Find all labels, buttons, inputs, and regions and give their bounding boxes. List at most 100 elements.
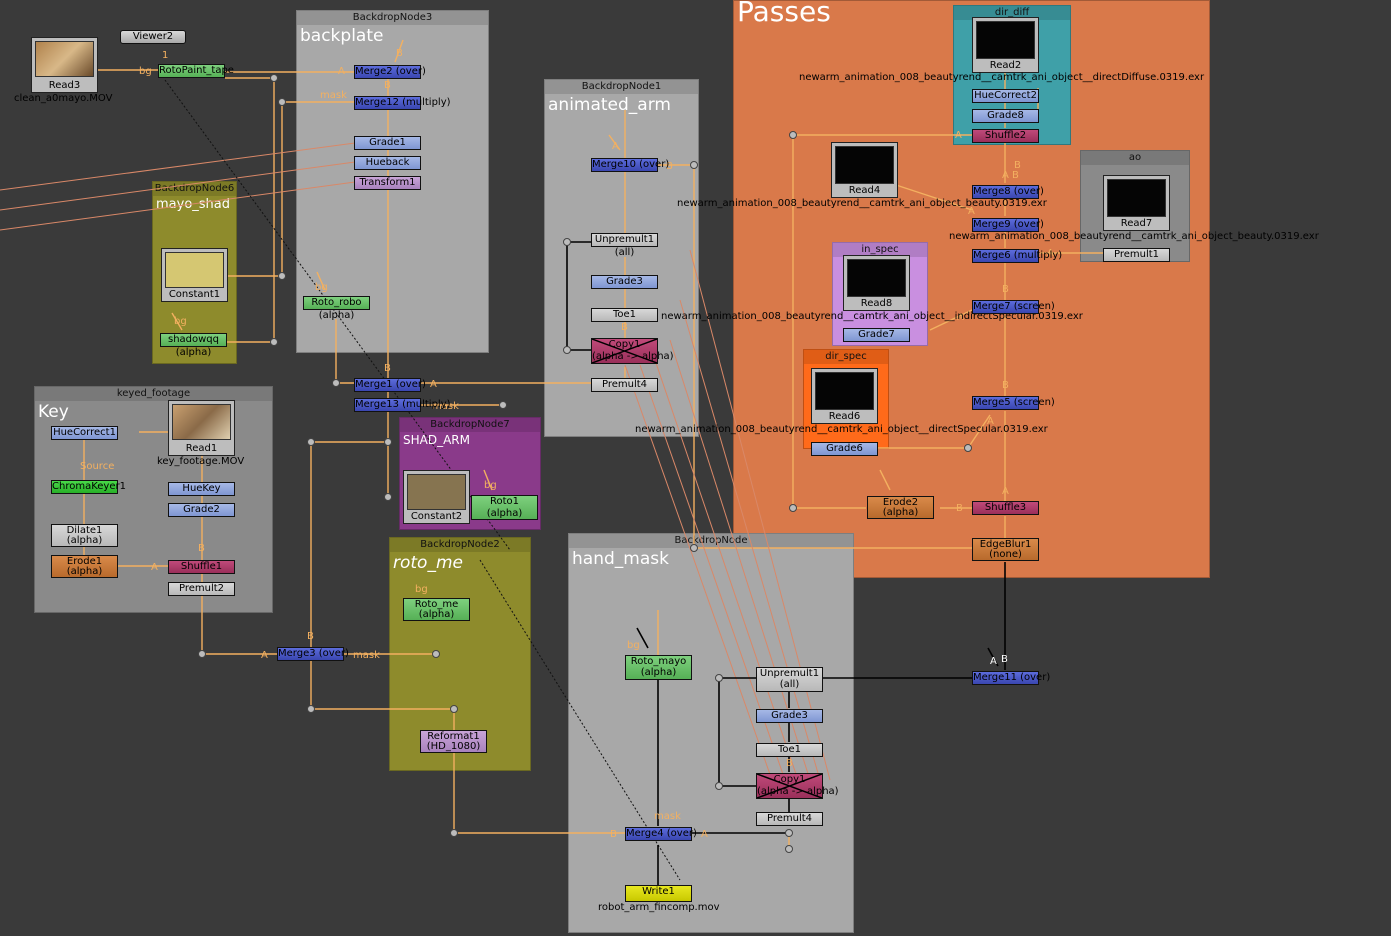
grade1-node[interactable]: Grade1 xyxy=(354,136,421,150)
chromakeyer1-node[interactable]: ChromaKeyer1 xyxy=(51,480,126,494)
erode2-sub: (alpha) xyxy=(882,507,919,518)
merge13-node[interactable]: Merge13 (multiply) xyxy=(354,398,451,412)
roto-me-node[interactable]: Roto_me (alpha) xyxy=(403,598,470,621)
write1-node[interactable]: Write1 xyxy=(625,885,692,902)
dot[interactable] xyxy=(690,544,698,552)
transform1-node[interactable]: Transform1 xyxy=(354,176,421,190)
dot[interactable] xyxy=(432,650,440,658)
read4-node[interactable]: Read4 xyxy=(831,142,898,198)
dot[interactable] xyxy=(270,338,278,346)
huecorrect1-node[interactable]: HueCorrect1 xyxy=(51,426,118,440)
wire-label-a: A xyxy=(955,130,962,141)
dot[interactable] xyxy=(789,131,797,139)
shuffle2-node[interactable]: Shuffle2 xyxy=(972,129,1039,143)
roto-robo-node[interactable]: Roto_robo (alpha) xyxy=(303,296,370,321)
toe1-node[interactable]: Toe1 xyxy=(591,308,658,322)
grade7-node[interactable]: Grade7 xyxy=(843,328,910,342)
unpremult1-sub: (all) xyxy=(614,247,635,258)
dot[interactable] xyxy=(278,98,286,106)
grade6-node[interactable]: Grade6 xyxy=(811,442,878,456)
dot[interactable] xyxy=(384,493,392,501)
merge12-node[interactable]: Merge12 (multiply) xyxy=(354,96,451,110)
merge10-node[interactable]: Merge10 (over) xyxy=(591,158,670,172)
dot[interactable] xyxy=(278,272,286,280)
premult4-node[interactable]: Premult4 xyxy=(591,378,658,392)
roto1-node[interactable]: Roto1 (alpha) xyxy=(471,495,538,520)
premult4b-node[interactable]: Premult4 xyxy=(756,812,823,826)
premult2-node[interactable]: Premult2 xyxy=(168,582,235,596)
unpremult1b-node[interactable]: Unpremult1 (all) xyxy=(756,667,823,692)
constant1-node[interactable]: Constant1 xyxy=(161,248,228,302)
wire-label-b: B xyxy=(1001,654,1008,665)
grade3-node[interactable]: Grade3 xyxy=(591,275,658,289)
grade8-node[interactable]: Grade8 xyxy=(972,109,1039,123)
rotopaint-tape-node[interactable]: RotoPaint_tape xyxy=(158,64,234,78)
dot[interactable] xyxy=(307,438,315,446)
read8-node[interactable]: Read8 xyxy=(843,255,910,311)
dot[interactable] xyxy=(789,504,797,512)
reformat1-node[interactable]: Reformat1 (HD_1080) xyxy=(420,730,487,753)
erode1-node[interactable]: Erode1 (alpha) xyxy=(51,555,118,578)
dot[interactable] xyxy=(198,650,206,658)
dot[interactable] xyxy=(307,705,315,713)
merge3-node[interactable]: Merge3 (over) xyxy=(277,647,349,661)
merge9-node[interactable]: Merge9 (over) xyxy=(972,218,1044,232)
merge8-node[interactable]: Merge8 (over) xyxy=(972,185,1044,199)
wire-label-b: B xyxy=(384,80,391,91)
huekey-node[interactable]: HueKey xyxy=(168,482,235,496)
wire-label-b: B xyxy=(1014,160,1021,171)
roto-mayo-node[interactable]: Roto_mayo (alpha) xyxy=(625,655,692,680)
merge1-node[interactable]: Merge1 (over) xyxy=(354,378,426,392)
grade3b-node[interactable]: Grade3 xyxy=(756,709,823,723)
wire-label-bg: bg xyxy=(484,480,497,491)
dot[interactable] xyxy=(785,829,793,837)
premult1-node[interactable]: Premult1 xyxy=(1103,248,1170,262)
read1-node[interactable]: Read1 xyxy=(168,400,235,456)
viewer2-node[interactable]: Viewer2 xyxy=(120,30,186,44)
toe1b-node[interactable]: Toe1 xyxy=(756,743,823,757)
dot[interactable] xyxy=(384,438,392,446)
huecorrect2-node[interactable]: HueCorrect2 xyxy=(972,89,1039,103)
dot[interactable] xyxy=(450,829,458,837)
shuffle3-node[interactable]: Shuffle3 xyxy=(972,501,1039,515)
read6-node[interactable]: Read6 xyxy=(811,368,878,424)
hueback-node[interactable]: Hueback xyxy=(354,156,421,170)
read2-node[interactable]: Read2 xyxy=(972,17,1039,73)
shadowqq-node[interactable]: shadowqq (alpha) xyxy=(160,333,227,358)
constant2-node[interactable]: Constant2 xyxy=(403,470,470,524)
merge4-node[interactable]: Merge4 (over) xyxy=(625,827,697,841)
dilate1-sub: (alpha) xyxy=(66,535,103,546)
grade2-node[interactable]: Grade2 xyxy=(168,503,235,517)
dot[interactable] xyxy=(450,705,458,713)
dot[interactable] xyxy=(715,674,723,682)
dot[interactable] xyxy=(563,238,571,246)
backdrop-title: BackdropNode7 xyxy=(400,418,540,432)
backdrop-label: SHAD_ARM xyxy=(403,433,470,447)
unpremult1-node[interactable]: Unpremult1 (all) xyxy=(591,233,658,258)
merge5-node[interactable]: Merge5 (screen) xyxy=(972,396,1055,410)
dilate1-node[interactable]: Dilate1 (alpha) xyxy=(51,524,118,547)
merge7-node[interactable]: Merge7 (screen) xyxy=(972,300,1055,314)
dot[interactable] xyxy=(270,74,278,82)
dot[interactable] xyxy=(690,161,698,169)
shuffle1-node[interactable]: Shuffle1 xyxy=(168,560,235,574)
dot[interactable] xyxy=(785,845,793,853)
dot[interactable] xyxy=(499,401,507,409)
dot[interactable] xyxy=(332,379,340,387)
copy1b-node[interactable]: Copy1 (alpha -> alpha) xyxy=(756,773,839,799)
dot[interactable] xyxy=(563,346,571,354)
merge6-node[interactable]: Merge6 (multiply) xyxy=(972,249,1063,263)
copy1-node[interactable]: Copy1 (alpha -> alpha) xyxy=(591,338,674,364)
wire-label-b: B xyxy=(1002,380,1009,391)
read7-node[interactable]: Read7 xyxy=(1103,175,1170,231)
merge11-node[interactable]: Merge11 (over) xyxy=(972,671,1051,685)
merge2-node[interactable]: Merge2 (over) xyxy=(354,65,426,79)
dot[interactable] xyxy=(964,444,972,452)
read3-node[interactable]: Read3 xyxy=(31,37,98,93)
erode2-node[interactable]: Erode2 (alpha) xyxy=(867,496,934,519)
dot[interactable] xyxy=(715,782,723,790)
backdrop-title: dir_spec xyxy=(804,350,888,364)
edgeblur1-node[interactable]: EdgeBlur1 (none) xyxy=(972,538,1039,561)
backdrop-animated-arm[interactable]: BackdropNode1 animated_arm xyxy=(544,79,699,437)
